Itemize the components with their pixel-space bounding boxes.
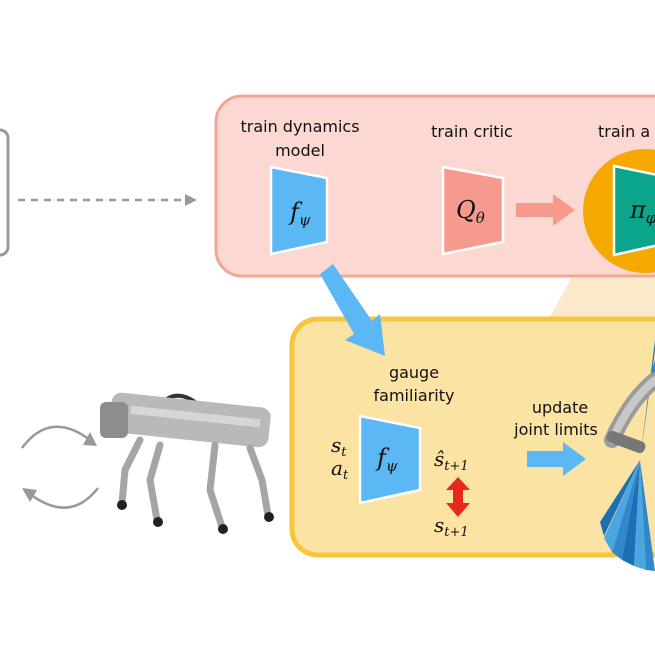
dynamics-to-gauge-arrow	[320, 264, 385, 356]
left-partial-box	[0, 128, 10, 257]
compare-double-arrow	[446, 477, 470, 517]
dynamics-model-block	[269, 165, 329, 256]
gauge-label-1: gauge	[389, 363, 439, 382]
dynamics-label-2: model	[275, 141, 325, 160]
critic-to-actor-arrow	[516, 194, 575, 226]
actor-block	[612, 164, 655, 257]
critic-label: train critic	[431, 122, 513, 141]
joint-limit-fan	[600, 340, 655, 571]
actor-symbol: πφ	[629, 196, 655, 227]
quadruped-robot-image	[100, 392, 274, 534]
update-label-1: update	[532, 398, 588, 417]
update-arrow	[527, 442, 586, 476]
critic-symbol: Qθ	[456, 196, 485, 227]
state-input: st	[331, 433, 347, 460]
dynamics-label-1: train dynamics	[240, 117, 359, 136]
actual-next-state: st+1	[434, 513, 469, 540]
deployment-box	[289, 316, 655, 558]
dashed-arrow-head	[185, 194, 197, 206]
actor-label: train a	[598, 122, 650, 141]
familiarity-model-block	[358, 414, 422, 505]
critic-block	[441, 165, 505, 256]
action-input: at	[331, 456, 349, 483]
update-label-2: joint limits	[513, 420, 598, 439]
loop-arrows-icon	[20, 425, 99, 509]
robot-leg-icon	[604, 372, 655, 454]
predicted-next-state: ŝt+1	[434, 447, 469, 474]
gauge-label-2: familiarity	[374, 386, 455, 405]
